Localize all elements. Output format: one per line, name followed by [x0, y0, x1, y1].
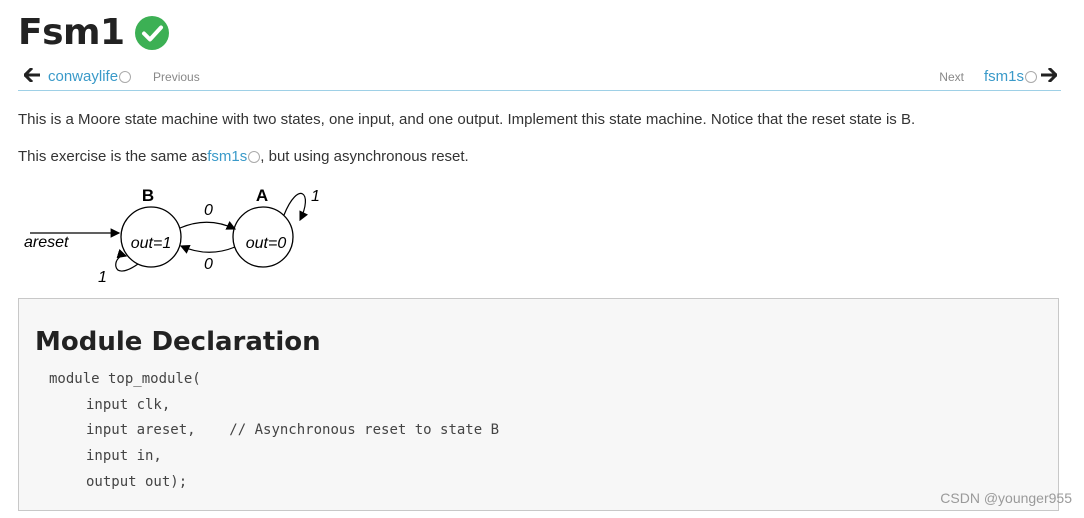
page-title: Fsm1 [18, 12, 125, 53]
check-circle-icon [134, 15, 169, 50]
module-heading: Module Declaration [35, 327, 321, 357]
state-a-output: out=0 [246, 235, 287, 252]
text: This exercise is the same as [18, 148, 208, 165]
problem-navigation: conwaylife Previous Next fsm1s [18, 64, 1061, 91]
state-a-circle [232, 206, 294, 268]
module-declaration-box: Module Declaration module top_module( in… [18, 298, 1059, 511]
state-b-output: out=1 [131, 235, 171, 252]
code-line: input in, [86, 448, 162, 465]
completion-circle-icon [248, 150, 261, 163]
state-diagram: B out=1 A out=0 areset 1 1 0 0 [24, 186, 320, 286]
next-nav: Next fsm1s [939, 66, 1059, 87]
b-to-a-label: 0 [204, 202, 213, 219]
a-to-b-label: 0 [204, 256, 213, 273]
arrow-right-icon[interactable] [1040, 66, 1059, 87]
state-b-name: B [142, 186, 154, 205]
description-paragraph: This is a Moore state machine with two s… [18, 111, 916, 128]
reset-label: areset [24, 234, 69, 251]
page-header: Fsm1 [18, 12, 169, 53]
code-line: module top_module( [49, 371, 201, 387]
state-b-circle [120, 206, 182, 268]
arrow-left-icon[interactable] [22, 66, 42, 87]
code-line: output out); [86, 473, 188, 490]
a-self-loop [283, 192, 309, 222]
completion-circle-icon [1025, 70, 1037, 83]
next-problem-link[interactable]: fsm1s [983, 68, 1024, 85]
next-hint: Next [939, 69, 964, 84]
code-line: input clk, [86, 396, 171, 413]
text: , but using asynchronous reset. [260, 148, 469, 165]
prev-nav: conwaylife Previous [22, 66, 200, 87]
a-self-loop-label: 1 [311, 188, 320, 205]
b-self-loop-label: 1 [98, 269, 107, 286]
b-to-a-arrow [179, 221, 237, 230]
fsm1s-link[interactable]: fsm1s [207, 148, 248, 165]
completion-circle-icon [119, 70, 132, 83]
code-block: module top_module( input clk, input ares… [49, 371, 499, 499]
description-paragraph-2: This exercise is the same as fsm1s , but… [18, 148, 469, 165]
a-to-b-arrow [179, 245, 236, 254]
code-line: input areset, // Asynchronous reset to s… [49, 422, 499, 448]
code-comment: // Asynchronous reset to state B [229, 422, 500, 439]
code-text: input areset, [86, 422, 196, 439]
prev-problem-link[interactable]: conwaylife [48, 68, 119, 85]
state-a-name: A [256, 186, 268, 205]
prev-hint: Previous [153, 69, 200, 84]
b-self-loop [115, 248, 139, 272]
watermark: CSDN @younger955 [940, 490, 1072, 506]
